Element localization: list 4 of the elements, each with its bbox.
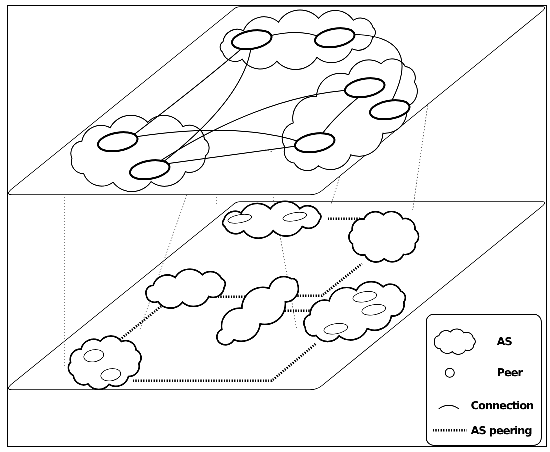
legend-label: Peer bbox=[497, 366, 523, 380]
legend-label: Connection bbox=[471, 400, 534, 412]
legend-label: AS peering bbox=[471, 424, 532, 438]
legend-label: AS bbox=[497, 336, 512, 348]
